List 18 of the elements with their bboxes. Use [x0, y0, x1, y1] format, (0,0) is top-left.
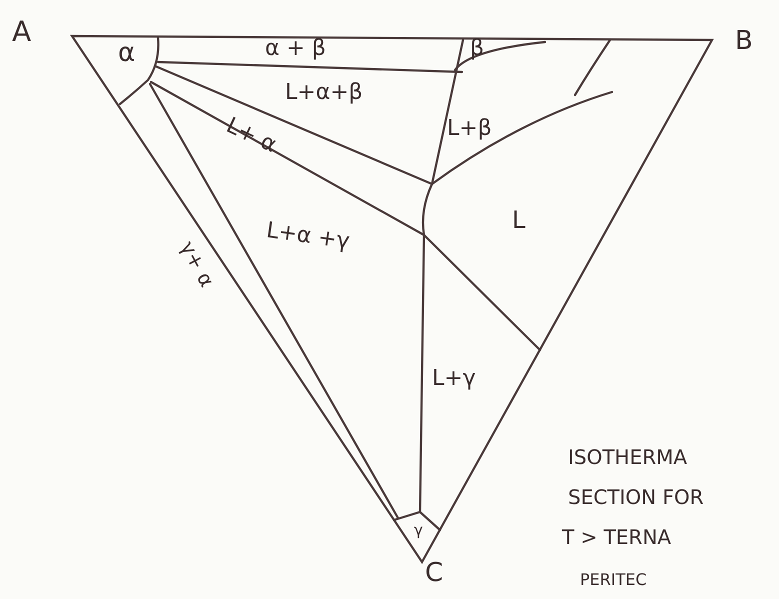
phase-label: α + β — [265, 38, 326, 60]
phase-label: L+ α — [222, 115, 280, 157]
phase-label: L+α+β — [285, 82, 363, 104]
phase-label: γ+ α — [177, 238, 218, 290]
phase-label: L — [512, 208, 526, 232]
note-text: ISOTHERMA — [568, 447, 688, 467]
phase-label: L+α +γ — [264, 220, 351, 254]
vertex-label: B — [735, 28, 753, 54]
note-text: SECTION FOR — [568, 487, 704, 507]
phase-label: α — [118, 40, 136, 66]
vertex-label: C — [425, 560, 444, 586]
note-text: PERITEC — [580, 572, 647, 588]
note-text: T > TERNA — [562, 527, 672, 547]
phase-label: β — [470, 38, 484, 60]
vertex-label: A — [12, 18, 32, 46]
phase-label: γ — [414, 523, 423, 538]
phase-label: L+γ — [432, 368, 476, 390]
phase-label: L+β — [447, 118, 492, 140]
